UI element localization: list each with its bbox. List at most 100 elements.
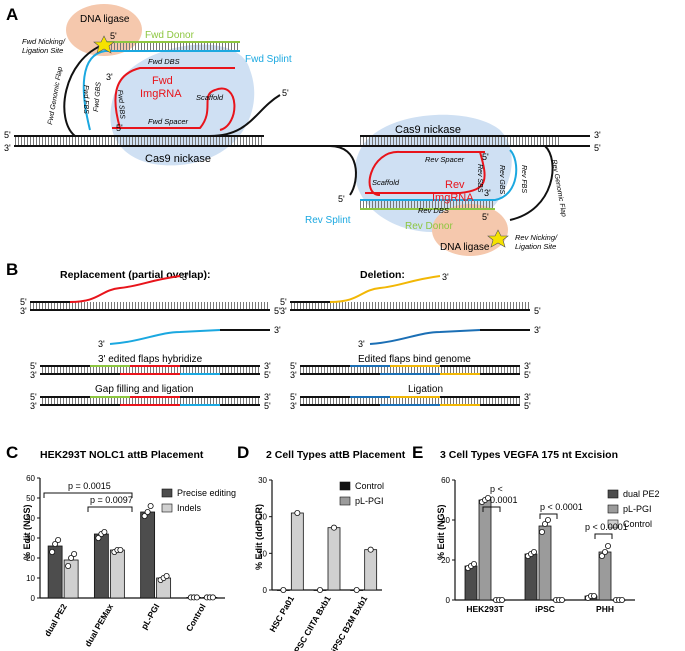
chart-e-ytick-label-1: 20 bbox=[441, 556, 450, 565]
legend-d-swatch-control bbox=[339, 481, 351, 491]
chart-d-point-0-1-0 bbox=[294, 509, 301, 516]
end-5-displaced-rev: 5' bbox=[338, 194, 345, 204]
chart-e-point-0-1-2 bbox=[484, 494, 491, 501]
legend-e-swatch-pe2 bbox=[607, 489, 619, 499]
del-s3-rungs bbox=[300, 397, 520, 405]
deletion-title: Deletion: bbox=[360, 269, 405, 281]
chart-c-xlabel-3: Control bbox=[184, 602, 208, 633]
panel-c-label: C bbox=[6, 443, 18, 462]
panel-d-label: D bbox=[237, 443, 249, 462]
chart-c-point-0-1-1 bbox=[68, 555, 75, 562]
chart-d-xlabel-0: HSC Pa01 bbox=[267, 594, 296, 634]
chart-e-bar-1-0 bbox=[524, 553, 538, 601]
panel-e-ylabel: % Edit (NGS) bbox=[436, 504, 446, 560]
rev-dbs-label: Rev DBS bbox=[418, 206, 449, 215]
chart-e-xlabel-2: PHH bbox=[596, 604, 614, 614]
rep-s1-end-rb: 5' bbox=[274, 306, 281, 316]
del-s3-end-left-bottom: 3' bbox=[290, 401, 297, 411]
chart-e-point-0-0-2 bbox=[470, 561, 477, 568]
del-s1-end-rt: 3' bbox=[534, 325, 541, 335]
del-s1-end-lt: 5' bbox=[280, 297, 287, 307]
chart-e-point-2-2-2 bbox=[619, 597, 626, 604]
chart-c-point-1-1-2 bbox=[117, 547, 124, 554]
rep-s3-end-right-top: 3' bbox=[264, 392, 271, 402]
pval-c-bracket-2 bbox=[87, 506, 133, 512]
panel-d-ylabel: % Edit (ddPCR) bbox=[254, 504, 264, 570]
rep-s2-end-left-bottom: 3' bbox=[30, 370, 37, 380]
pval-c-2: p = 0.0097 bbox=[90, 495, 133, 505]
rep-s3-end-left-bottom: 3' bbox=[30, 401, 37, 411]
rep-s1-end-lt: 5' bbox=[20, 297, 27, 307]
legend-c-swatch-indels bbox=[161, 503, 173, 513]
chart-e-point-1-1-1 bbox=[542, 521, 549, 528]
end-5-left-top: 5' bbox=[4, 130, 11, 140]
legend-d-pl: pL-PGI bbox=[355, 496, 384, 506]
chart-e-point-2-1-2 bbox=[605, 543, 612, 550]
rev-donor-5: 5' bbox=[482, 212, 489, 222]
chart-e-point-2-0-2 bbox=[591, 593, 598, 600]
fwd-cas9-label: Cas9 nickase bbox=[145, 153, 211, 165]
rev-donor-rungs bbox=[360, 200, 495, 209]
chart-c-ytick-label-5: 50 bbox=[26, 494, 35, 503]
rev-splint-line bbox=[360, 149, 518, 201]
chart-d-point-0-0-0 bbox=[280, 587, 287, 594]
fwd-dna-ligase-label: DNA ligase bbox=[80, 14, 130, 25]
pval-c-bracket-1 bbox=[43, 492, 133, 498]
chart-e-point-1-0-2 bbox=[531, 549, 538, 556]
rev-donor-label: Rev Donor bbox=[405, 221, 453, 232]
del-s1-flap-top bbox=[329, 275, 441, 303]
displaced-strand-fwd bbox=[209, 94, 281, 137]
chart-d-point-1-0-0 bbox=[316, 587, 323, 594]
chart-d-point-2-0-0 bbox=[353, 587, 360, 594]
rev-cas9-label: Cas9 nickase bbox=[395, 124, 461, 136]
del-s1-rungs bbox=[290, 302, 530, 310]
rep-s2-rungs bbox=[40, 366, 260, 374]
chart-c-ytick-label-2: 20 bbox=[26, 554, 35, 563]
panel-c-ylabel: % Edit (NGS) bbox=[22, 504, 32, 560]
ligation-label: Ligation bbox=[408, 384, 443, 395]
replacement-schematic: 5'3'3'3'3'5'5'3'3'5'5'3'3'5' bbox=[20, 272, 281, 411]
legend-c-indels: Indels bbox=[177, 503, 202, 513]
chart-c-ytick-label-4: 40 bbox=[26, 514, 35, 523]
chart-e-point-2-1-1 bbox=[602, 549, 609, 556]
chart-c-point-2-0-0 bbox=[141, 513, 148, 520]
fwd-nicking-line1: Fwd Nicking/ bbox=[22, 37, 66, 46]
fwd-donor-label: Fwd Donor bbox=[145, 30, 195, 41]
end-3-right-top: 3' bbox=[594, 130, 601, 140]
pval-e-1a: p < bbox=[490, 484, 503, 494]
chart-c-bar-1-1 bbox=[109, 549, 125, 599]
chart-c-point-0-1-2 bbox=[71, 551, 78, 558]
rep-s3-end-right-bottom: 5' bbox=[264, 401, 271, 411]
chart-c-point-2-1-2 bbox=[163, 573, 170, 580]
rev-splint-label: Rev Splint bbox=[305, 215, 351, 226]
rev-imgrna bbox=[365, 150, 486, 196]
del-s3-end-right-top: 3' bbox=[524, 392, 531, 402]
rep-s2-end-right-top: 3' bbox=[264, 361, 271, 371]
rep-s1-flap-top bbox=[69, 275, 181, 303]
rev-sbs-label: Rev SBS bbox=[476, 164, 483, 193]
del-s1-end-rb: 5' bbox=[534, 306, 541, 316]
chart-e-bar-1-1 bbox=[538, 525, 552, 601]
rep-s1-end-flap: 3' bbox=[182, 272, 189, 282]
legend-c-swatch-precise bbox=[161, 488, 173, 498]
chart-d-ytick-label-1: 10 bbox=[258, 549, 267, 558]
rev-genomic-flap-label: Rev Genomic Flap bbox=[550, 159, 567, 217]
pval-e-1b: 0.0001 bbox=[490, 495, 518, 505]
chart-e-xlabel-1: iPSC bbox=[535, 604, 555, 614]
rev-gbs-label: Rev GBS bbox=[498, 165, 505, 195]
legend-e-swatch-pl bbox=[607, 504, 619, 514]
fwd-donor-5: 5' bbox=[110, 31, 117, 41]
fwd-scaffold-label: Scaffold bbox=[196, 93, 224, 102]
del-s1-flap-bottom bbox=[369, 329, 481, 345]
fwd-nicking-line2: Ligation Site bbox=[22, 46, 63, 55]
del-s2-end-right-bottom: 5' bbox=[524, 370, 531, 380]
chart-d-bar-1-1 bbox=[327, 527, 341, 591]
chart-c-point-2-0-2 bbox=[147, 502, 154, 509]
fwd-genomic-flap-label: Fwd Genomic Flap bbox=[47, 66, 64, 125]
fwd-imgrna-label-1: Fwd bbox=[152, 75, 173, 87]
fwd-spacer-label: Fwd Spacer bbox=[148, 117, 189, 126]
fwd-imgrna-3: 3' bbox=[106, 72, 113, 82]
pval-e-2: p < 0.0001 bbox=[540, 502, 583, 512]
rep-s1-end-flap2: 3' bbox=[98, 339, 105, 349]
